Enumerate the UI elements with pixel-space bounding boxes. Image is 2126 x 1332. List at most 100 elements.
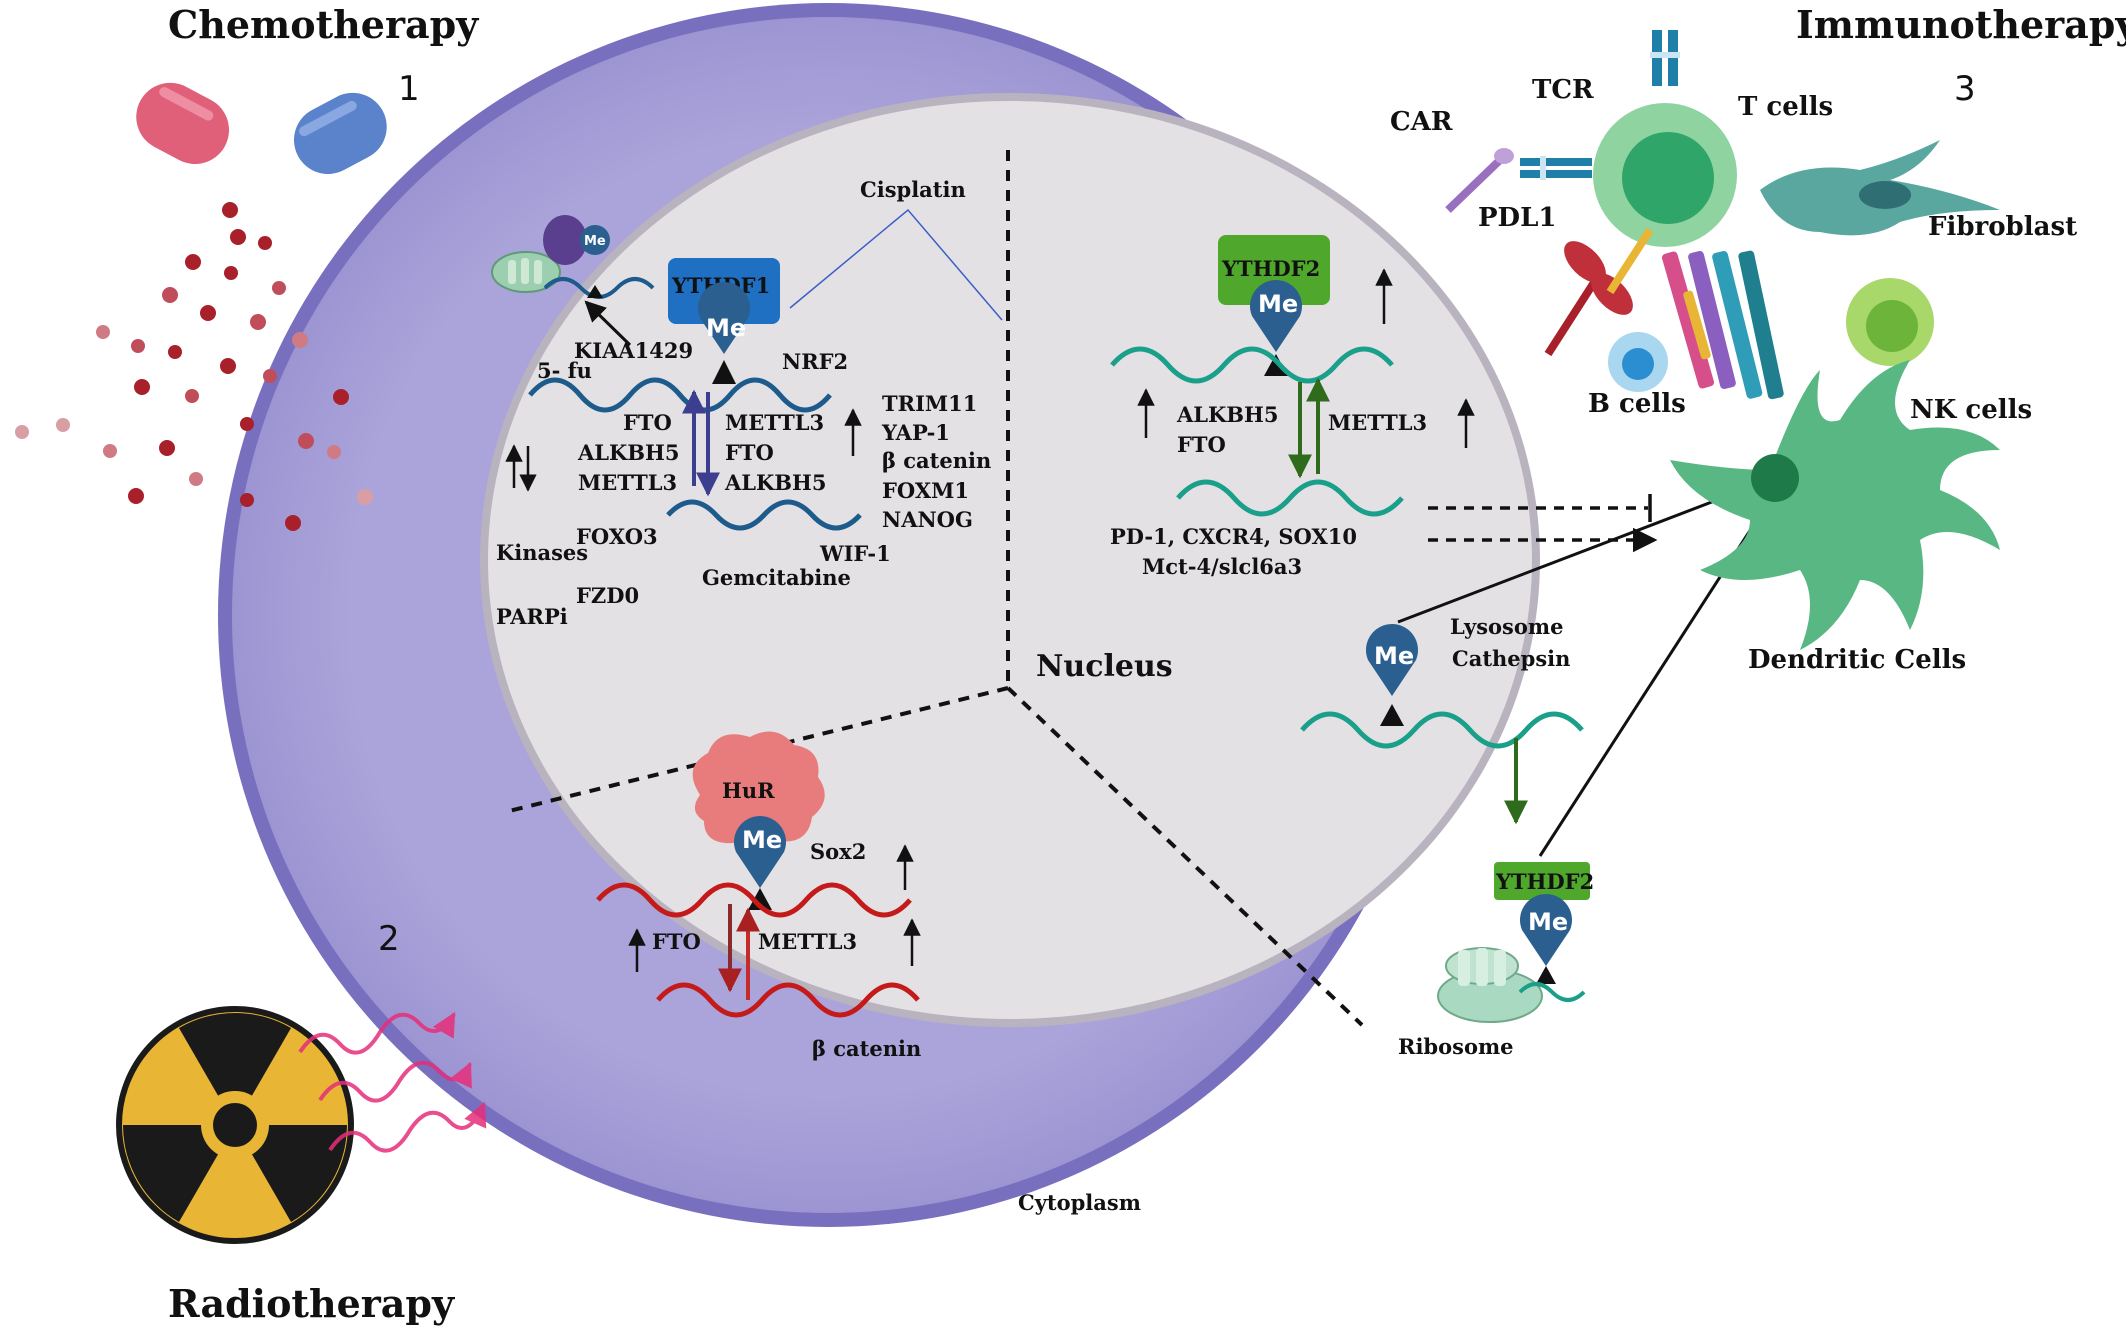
5fu-label: 5- fu	[537, 358, 592, 383]
chemotherapy-section: Chemotherapy 1	[15, 2, 479, 531]
radiation-symbol-icon	[116, 1006, 354, 1244]
ythdf1-me-text: Me	[706, 314, 746, 342]
tcr-label: TCR	[1532, 75, 1594, 105]
target-nanog: NANOG	[882, 507, 973, 532]
fzd0-label: FZD0	[576, 583, 639, 608]
lysosome-label: Lysosome	[1450, 614, 1563, 639]
ribosome-cyto-icon	[1437, 947, 1543, 1023]
kinases-label: Kinases	[496, 540, 588, 565]
hur-label: HuR	[722, 778, 775, 803]
ythdf2-cyto-label: YTHDF2	[1495, 869, 1594, 894]
lysosome-to-dc-arrow	[1397, 478, 1766, 624]
immune-cells: Fibroblast T cells TCR CAR PDL1	[1390, 30, 2077, 675]
target-trim11: TRIM11	[882, 391, 977, 416]
ribosome-label: Ribosome	[1398, 1034, 1514, 1059]
pdl1-label: PDL1	[1478, 203, 1556, 233]
lysosome-me-text: Me	[1374, 642, 1414, 670]
target-yap1: YAP-1	[881, 420, 950, 445]
t-cells-label: T cells	[1738, 92, 1833, 122]
radiation-waves-icon	[298, 1011, 487, 1153]
ythdf2-cyto-box	[1494, 862, 1590, 900]
nucleus-dividers	[504, 150, 1364, 1027]
car-receptor-icon	[1445, 148, 1592, 213]
ribosome-icon	[491, 251, 561, 293]
kiaa1429-label: KIAA1429	[574, 338, 693, 363]
immuno-mrna-upper	[1110, 346, 1394, 384]
hur-protein-icon	[692, 731, 825, 850]
ribosome-me-badge	[1520, 894, 1573, 966]
lysosome-mrna	[1300, 711, 1584, 749]
sox2-label: Sox2	[810, 839, 866, 864]
wif1-label: WIF-1	[819, 541, 891, 566]
pdl1-receptor-icon	[1544, 227, 1654, 357]
dendritic-cell-icon	[1670, 360, 2000, 650]
car-label: CAR	[1390, 107, 1453, 137]
left-enzyme-mettl3: METTL3	[578, 470, 677, 495]
radio-panel: HuR Me Sox2 FTO METTL3 β catenin	[596, 731, 921, 1061]
lysosome-m6a-mark-icon	[1380, 704, 1404, 726]
capsule-pill-icon	[136, 82, 387, 174]
ythdf2-me-badge	[1250, 280, 1302, 352]
radio-beta-catenin-label: β catenin	[812, 1036, 921, 1061]
ribosome-m6a-mark-icon	[1536, 966, 1556, 984]
fibroblast-label: Fibroblast	[1928, 212, 2077, 242]
right-enzyme-alkbh5: ALKBH5	[724, 470, 827, 495]
kiaa-arrow	[584, 300, 632, 347]
ythdf2-me-text: Me	[1258, 290, 1298, 318]
cytoplasm-label: Cytoplasm	[1018, 1190, 1141, 1215]
immunotherapy-section: Immunotherapy 3	[1796, 2, 2126, 109]
radiotherapy-section: Radiotherapy 2	[116, 919, 487, 1326]
radio-mettl3-label: METTL3	[758, 929, 857, 954]
immuno-alkbh5-label: ALKBH5	[1176, 402, 1279, 427]
receptor-cluster-icon	[1661, 250, 1784, 400]
protein-blob-icon	[543, 215, 587, 265]
right-enzyme-mettl3: METTL3	[725, 410, 824, 435]
chemotherapy-title: Chemotherapy	[168, 2, 479, 47]
immuno-targets-line1: PD-1, CXCR4, SOX10	[1110, 524, 1357, 549]
tcr-receptor-icon	[1650, 30, 1680, 86]
immunotherapy-number: 3	[1954, 69, 1976, 109]
cathepsin-label: Cathepsin	[1452, 646, 1570, 671]
ythdf2-reader-box	[1218, 235, 1330, 305]
cisplatin-label: Cisplatin	[860, 177, 966, 202]
chemotherapy-number: 1	[398, 69, 420, 109]
ythdf2-label: YTHDF2	[1221, 256, 1320, 281]
nucleus-label: Nucleus	[1036, 649, 1173, 684]
ythdf1-me-badge	[697, 282, 750, 354]
left-enzyme-alkbh5: ALKBH5	[577, 440, 680, 465]
immuno-panel: YTHDF2 Me ALKBH5 FTO METTL3 PD-1, CXCR4,…	[1110, 235, 1766, 825]
radio-me-badge	[734, 816, 787, 888]
mrna-strand-upper	[528, 377, 832, 413]
radio-mrna-lower	[656, 982, 920, 1018]
chemo-panel: Me YTHDF1 Me Cisplatin KIAA1429 5- fu NR…	[491, 177, 1003, 629]
lysosome-me-badge	[1366, 624, 1418, 696]
target-beta-catenin: β catenin	[882, 448, 991, 473]
right-enzyme-fto: FTO	[725, 440, 774, 465]
radio-mrna-upper	[596, 882, 912, 918]
left-enzyme-fto: FTO	[623, 410, 672, 435]
b-cells-label: B cells	[1588, 389, 1686, 419]
cisplatin-lines	[789, 208, 1003, 321]
drug-particles-icon	[15, 202, 373, 531]
radio-m6a-mark-icon	[748, 888, 772, 910]
radio-fto-label: FTO	[652, 929, 701, 954]
me-badge-small: Me	[580, 225, 610, 298]
radiotherapy-title: Radiotherapy	[168, 1281, 455, 1326]
immunotherapy-title: Immunotherapy	[1796, 2, 2126, 47]
gemcitabine-label: Gemcitabine	[702, 565, 851, 590]
nrf2-label: NRF2	[782, 349, 848, 374]
dendritic-cells-label: Dendritic Cells	[1748, 645, 1966, 675]
m6a-mark-icon	[712, 360, 736, 384]
immuno-mrna-lower	[1176, 479, 1404, 517]
immuno-fto-label: FTO	[1177, 432, 1226, 457]
mrna-strand-lower	[666, 499, 862, 531]
nk-cells-label: NK cells	[1910, 395, 2032, 425]
ribosome-complex: YTHDF2 Me Ribosome	[1398, 482, 1782, 1059]
parpi-label: PARPi	[496, 604, 568, 629]
radio-me-text: Me	[742, 826, 782, 854]
svg-text:Me: Me	[584, 234, 606, 249]
ribosome-mrna	[1518, 982, 1586, 1002]
radiotherapy-number: 2	[378, 919, 400, 959]
